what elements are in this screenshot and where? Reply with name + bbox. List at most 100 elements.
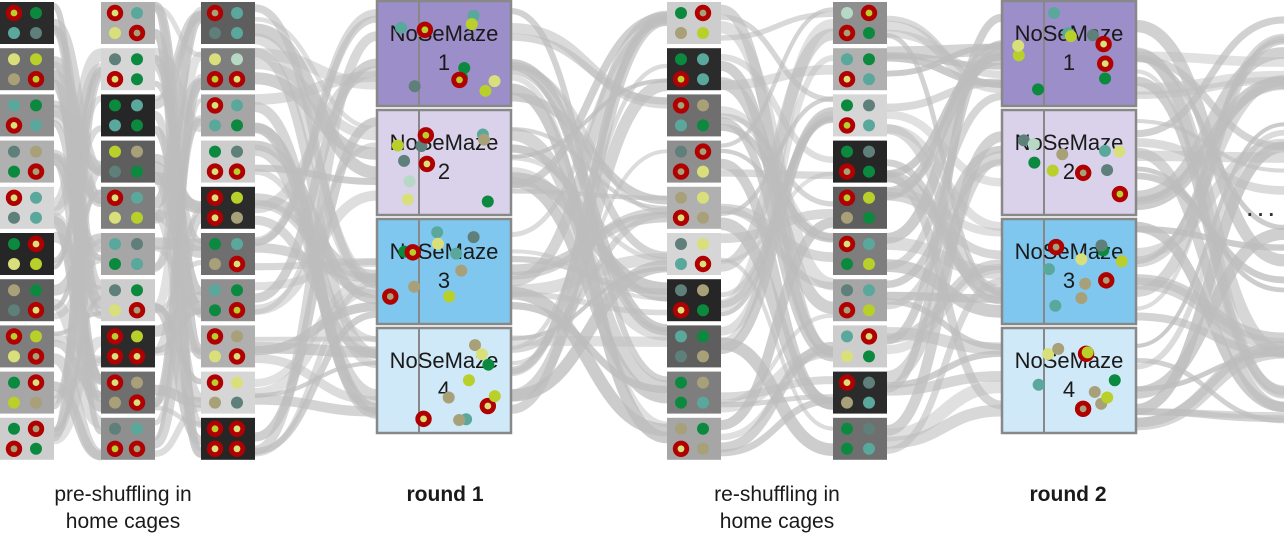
animal-marker (231, 396, 243, 409)
animal-marker (863, 99, 875, 112)
animal-marker (450, 247, 463, 260)
flow-path (510, 63, 668, 350)
animal-marker (1046, 164, 1059, 177)
flow-path (510, 16, 668, 414)
ringed-animal-core (133, 29, 141, 37)
animal-marker (231, 284, 243, 297)
ringed-animal-core (133, 306, 141, 314)
flow-path (510, 335, 668, 347)
animal-marker (697, 350, 709, 363)
arena-box (375, 217, 513, 326)
stage-label-re-shuffling: re-shuffling in home cages (667, 481, 887, 535)
ringed-animal-core (211, 9, 219, 17)
home-cage (0, 371, 54, 414)
flow-path (1135, 345, 1284, 431)
animal-marker (209, 145, 221, 158)
ringed-animal-core (1102, 276, 1110, 284)
animal-marker (697, 119, 709, 132)
animal-marker (8, 53, 20, 66)
animal-marker (675, 396, 687, 409)
home-cage (0, 140, 54, 183)
flow-path (886, 277, 1003, 454)
animal-marker (131, 238, 143, 250)
animal-marker (8, 238, 20, 250)
ringed-animal-core (32, 379, 40, 386)
flow-path (720, 54, 834, 345)
ringed-animal-core (211, 168, 219, 176)
flow-path (152, 11, 204, 209)
animal-marker (1081, 346, 1094, 359)
ringed-animal-core (677, 168, 685, 176)
animal-marker (863, 442, 875, 455)
animal-marker (697, 304, 709, 317)
flow-path (1135, 16, 1284, 138)
animal-marker (841, 258, 853, 270)
flow-path (510, 79, 668, 402)
flow-path (1135, 408, 1284, 423)
ringed-animal-core (1101, 60, 1109, 68)
animal-marker (1056, 148, 1069, 161)
animal-marker (863, 284, 875, 297)
animal-marker (8, 350, 20, 363)
ringed-animal-core (423, 160, 431, 168)
animal-marker (675, 422, 687, 435)
animal-marker (8, 396, 20, 409)
animal-marker (1042, 347, 1055, 360)
animal-marker (675, 238, 687, 250)
flow-path (154, 384, 202, 408)
animal-marker (455, 264, 468, 277)
animal-marker (403, 175, 416, 188)
flow-path (254, 23, 378, 180)
flow-path (153, 73, 203, 408)
stage-label-pre-shuffling-line1: pre-shuffling in (54, 483, 192, 506)
animal-marker (697, 396, 709, 409)
ringed-animal-core (111, 379, 119, 386)
animal-marker (1098, 144, 1111, 157)
animal-marker (30, 284, 42, 297)
cage-column-4 (667, 2, 721, 460)
arena-number: 3 (438, 268, 450, 293)
animal-marker (391, 139, 404, 152)
ringed-animal-core (420, 415, 427, 423)
animal-marker (131, 119, 143, 132)
animal-marker (131, 145, 143, 158)
animal-marker (231, 119, 243, 132)
ringed-animal-core (32, 353, 40, 360)
home-cage (101, 94, 155, 137)
animal-marker (131, 211, 143, 224)
ringed-animal-core (233, 168, 241, 176)
animal-marker (863, 396, 875, 409)
flow-path (1135, 141, 1284, 415)
ringed-animal-core (677, 102, 685, 109)
animal-marker (131, 99, 143, 112)
home-cage (667, 371, 721, 414)
arena-box (1000, 217, 1138, 326)
animal-marker (231, 145, 243, 158)
animal-marker (231, 7, 243, 19)
animal-marker (1052, 342, 1065, 355)
home-cage (101, 279, 155, 322)
arena-number: 4 (1063, 377, 1075, 402)
animal-marker (1012, 39, 1025, 52)
animal-marker (1079, 277, 1092, 290)
animal-marker (697, 53, 709, 66)
animal-marker (675, 258, 687, 270)
animal-marker (1027, 138, 1040, 151)
animal-marker (109, 304, 121, 317)
animal-marker (697, 211, 709, 224)
animal-marker (30, 119, 42, 132)
animal-marker (109, 258, 121, 270)
animal-marker (209, 53, 221, 66)
animal-marker (841, 145, 853, 158)
ringed-animal-core (233, 353, 241, 360)
ringed-animal-core (233, 306, 241, 314)
flow-path (886, 41, 1003, 201)
animal-marker (398, 154, 411, 167)
ringed-animal-core (421, 26, 429, 34)
